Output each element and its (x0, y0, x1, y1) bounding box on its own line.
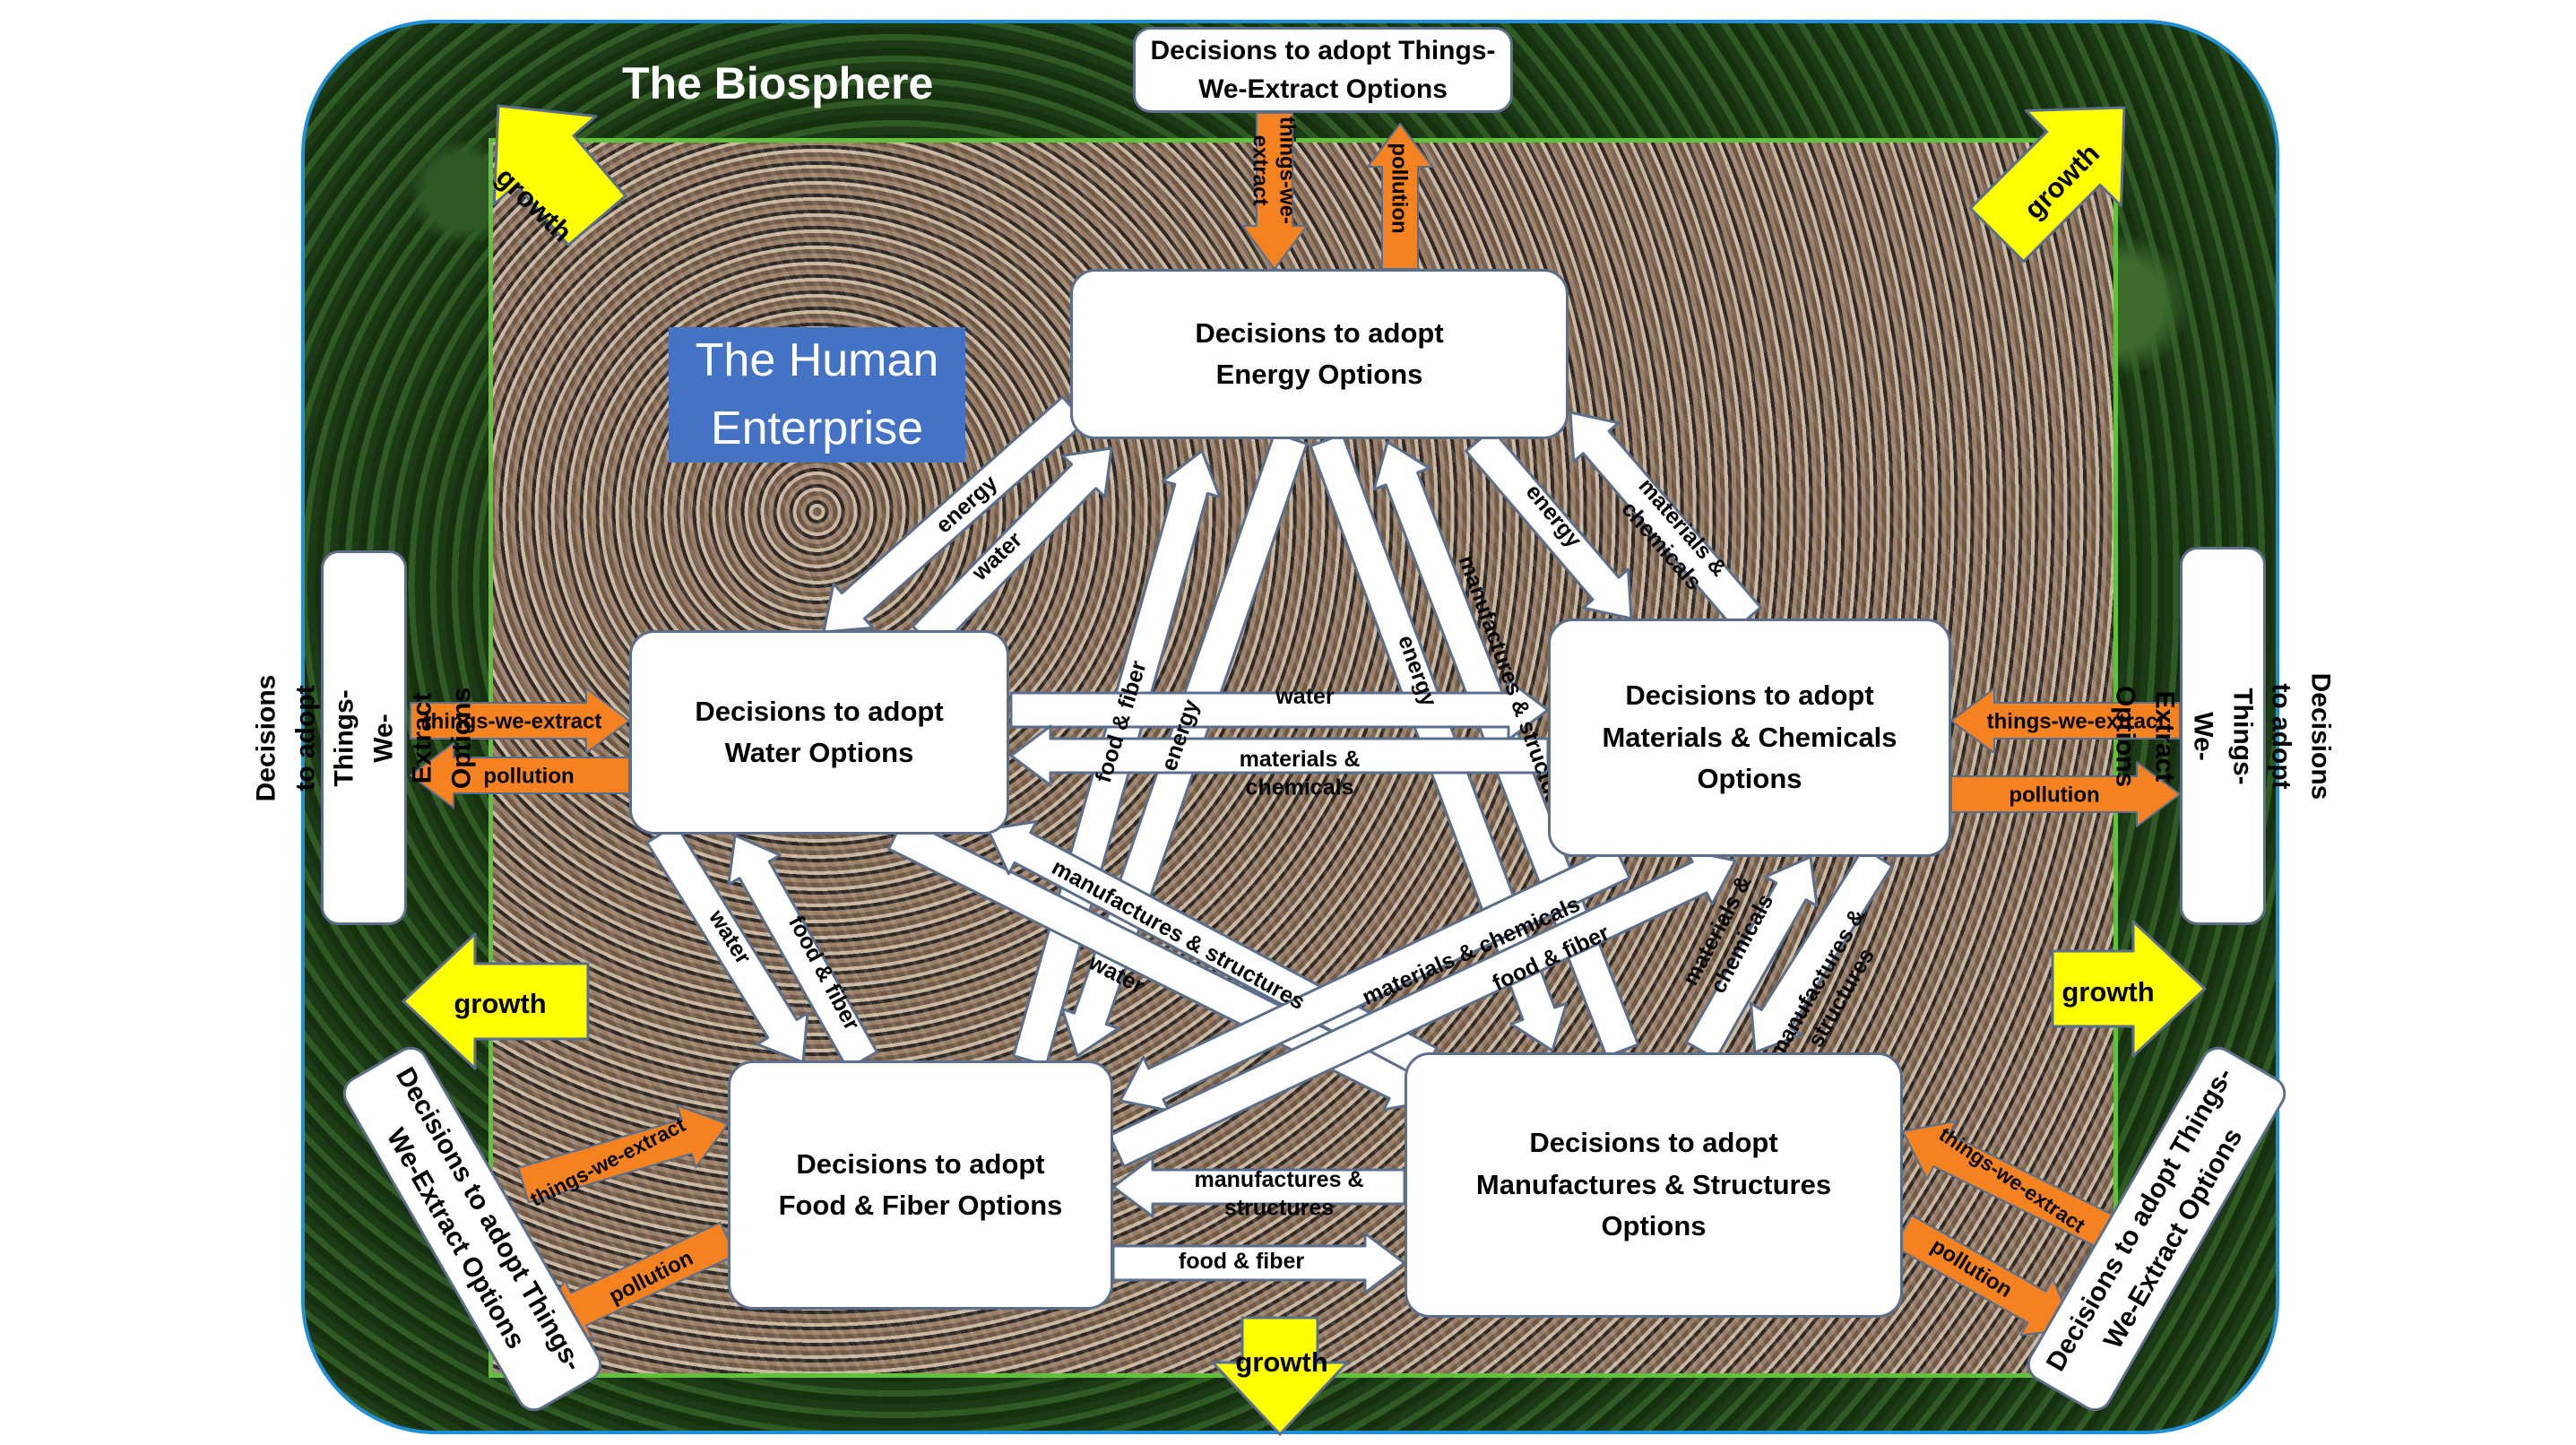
node-food-fiber-options[interactable]: Decisions to adopt Food & Fiber Options (728, 1060, 1113, 1310)
arrow-water-to-food (645, 823, 809, 1064)
human-enterprise-title-text: The Human Enterprise (695, 334, 939, 454)
flow-label-right-extract-in: things-we-extract (1987, 709, 2165, 733)
flow-label-materials-to-water: materials &chemicals (1240, 747, 1361, 800)
arrow-food-to-manufactures (1111, 1232, 1406, 1294)
node-water-label: Decisions to adopt Water Options (695, 695, 944, 769)
arrow-water-to-materials (1009, 679, 1550, 741)
extract-box-top[interactable]: Decisions to adopt Things- We-Extract Op… (1133, 27, 1513, 113)
flow-label-growth-left: growth (454, 988, 546, 1019)
flow-label-left-pollution-out: pollution (483, 764, 574, 788)
node-manufactures-label: Decisions to adopt Manufactures & Struct… (1475, 1127, 1832, 1242)
arrow-growth-top-right (1968, 106, 2126, 264)
flow-label-water-to-materials: water (1275, 684, 1335, 709)
arrow-right-pollution-out (1950, 761, 2181, 827)
extract-box-right[interactable]: Decisions to adopt Things- We-Extract Op… (2111, 547, 2336, 925)
flow-label-bottomright-extract-in: things-we-extract (1935, 1122, 2090, 1237)
extract-box-left[interactable]: Decisions to adopt Things- We-Extract Op… (252, 550, 476, 925)
arrow-left-pollution-out (410, 742, 630, 809)
extract-box-left-label: Decisions to adopt Things- We-Extract Op… (251, 674, 477, 801)
arrow-top-pollution-out (1367, 123, 1433, 270)
arrow-top-extract-in (1241, 112, 1308, 270)
arrow-energy-to-water (822, 395, 1087, 634)
node-energy-options[interactable]: Decisions to adopt Energy Options (1070, 269, 1569, 439)
node-energy-label: Decisions to adopt Energy Options (1195, 316, 1444, 391)
arrow-materials-to-food (1119, 845, 1631, 1112)
node-manufactures-structures-options[interactable]: Decisions to adopt Manufactures & Struct… (1405, 1052, 1903, 1318)
arrow-materials-to-energy (1569, 411, 1762, 631)
flow-label-manufactures-to-food: manufactures &structures (1195, 1167, 1364, 1220)
external-flow-arrows (402, 104, 2207, 1436)
flow-label-right-pollution-out: pollution (2009, 783, 2099, 807)
node-materials-chemicals-options[interactable]: Decisions to adopt Materials & Chemicals… (1548, 619, 1951, 857)
flow-label-food-to-manufactures: food & fiber (1179, 1249, 1305, 1274)
arrow-manufactures-to-food (1111, 1155, 1406, 1218)
arrow-growth-top-left (492, 104, 627, 247)
biosphere-title: The Biosphere (622, 58, 934, 108)
flow-label-growth-right: growth (2062, 976, 2154, 1008)
flow-label-growth-bottom: growth (1235, 1346, 1327, 1378)
arrow-bottomright-extract-in (1902, 1121, 2115, 1249)
arrow-materials-to-water (1009, 724, 1550, 787)
node-water-options[interactable]: Decisions to adopt Water Options (629, 630, 1009, 835)
internal-flow-arrows (645, 395, 1894, 1294)
arrow-water-to-energy (911, 446, 1113, 652)
arrow-growth-right (2051, 920, 2207, 1058)
arrow-growth-bottom (1211, 1316, 1349, 1436)
flow-label-top-extract-in: things-we-extract (1249, 117, 1300, 224)
arrow-manufactures-to-materials (1685, 855, 1819, 1060)
node-food-label: Decisions to adopt Food & Fiber Options (778, 1147, 1063, 1222)
extract-box-right-label: Decisions to adopt Things- We-Extract Op… (2111, 672, 2336, 800)
arrow-materials-to-manufactures (1750, 846, 1894, 1054)
arrow-food-to-water (727, 834, 878, 1070)
arrow-bottomleft-extract-in (517, 1104, 729, 1204)
arrow-energy-to-materials (1465, 428, 1633, 620)
arrow-left-extract-in (410, 688, 630, 754)
human-enterprise-title: The Human Enterprise (669, 327, 965, 463)
node-materials-label: Decisions to adopt Materials & Chemicals… (1602, 679, 1897, 795)
flow-label-left-extract-in: things-we-extract (424, 709, 602, 733)
flow-label-top-pollution-out: pollution (1387, 143, 1412, 233)
extract-box-top-label: Decisions to adopt Things- We-Extract Op… (1150, 35, 1496, 105)
arrow-growth-left (402, 932, 590, 1070)
arrow-right-extract-in (1950, 688, 2181, 754)
